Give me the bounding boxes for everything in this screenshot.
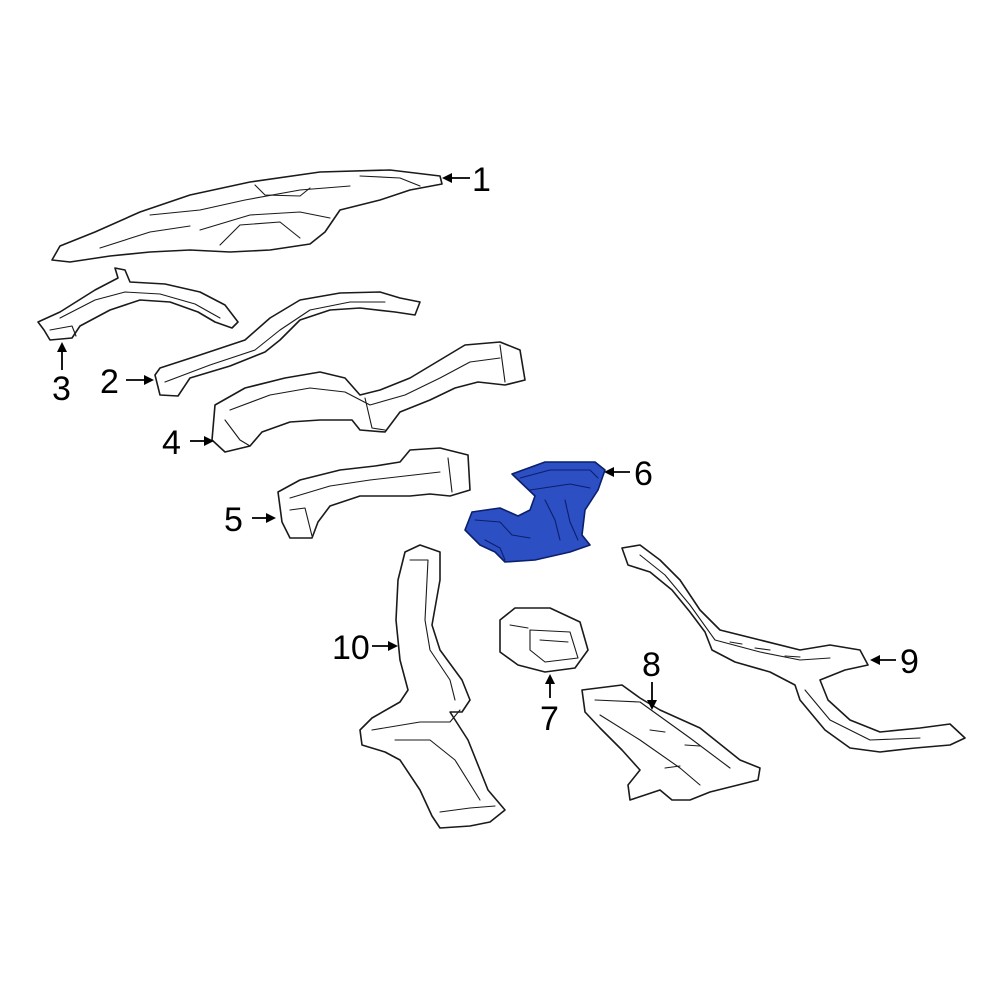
callout-label-9: 9 [900, 643, 919, 681]
part-8-floor-duct [581, 684, 761, 801]
part-1-dash-panel [51, 169, 443, 263]
callout-label-4: 4 [162, 424, 181, 462]
part-6-highlighted-housing [464, 461, 606, 563]
callout-label-2: 2 [100, 363, 119, 401]
callout-3: 3 [52, 342, 71, 408]
callout-label-1: 1 [472, 161, 491, 199]
part-3-left-duct [37, 267, 239, 341]
part-10-vertical-duct [359, 544, 506, 829]
callout-6: 6 [604, 455, 653, 493]
callout-7: 7 [540, 674, 559, 738]
callout-9: 9 [870, 643, 919, 681]
callout-4: 4 [162, 424, 214, 462]
callout-label-5: 5 [224, 501, 243, 539]
callout-label-10: 10 [332, 629, 370, 667]
callout-5: 5 [224, 501, 276, 539]
callout-8: 8 [642, 646, 661, 710]
part-5-small-duct [277, 447, 471, 539]
part-6-body [464, 461, 606, 563]
callout-label-8: 8 [642, 646, 661, 684]
part-2-upper-duct [154, 291, 421, 397]
callout-2: 2 [100, 363, 154, 401]
part-7-outlet-bezel [499, 607, 589, 673]
part-4-center-duct [211, 341, 526, 453]
callout-label-7: 7 [540, 700, 559, 738]
callout-label-3: 3 [52, 370, 71, 408]
part-9-right-duct [621, 544, 966, 753]
callout-1: 1 [442, 161, 491, 199]
callout-label-6: 6 [634, 455, 653, 493]
callout-10: 10 [332, 629, 398, 667]
